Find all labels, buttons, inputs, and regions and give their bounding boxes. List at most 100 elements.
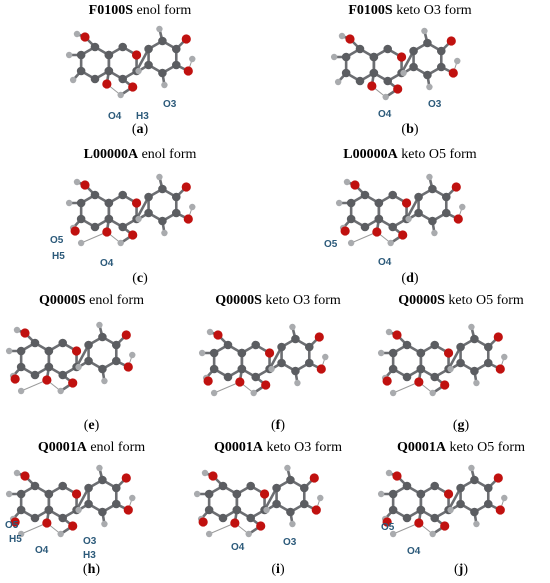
carbon-atom bbox=[204, 505, 214, 515]
carbon-atom bbox=[416, 348, 426, 358]
label-o5: O5 bbox=[324, 239, 338, 250]
carbon-atom bbox=[388, 222, 398, 232]
hydrogen-atom bbox=[347, 239, 355, 247]
carbon-atom bbox=[483, 499, 493, 509]
label-h3: H3 bbox=[136, 111, 149, 122]
hydrogen-atom bbox=[284, 464, 291, 472]
hydrogen-atom bbox=[57, 387, 64, 395]
oxygen-atom bbox=[392, 330, 402, 340]
molecule-q0001a-keto-o3 bbox=[193, 464, 324, 538]
label-o4: O4 bbox=[378, 109, 392, 120]
hydrogen-atom bbox=[65, 199, 73, 207]
carbon-atom bbox=[98, 507, 107, 517]
hydrogen-atom bbox=[250, 389, 257, 397]
oxygen-atom bbox=[213, 330, 223, 340]
hydrogen-atom bbox=[193, 490, 201, 498]
panel-caption: (c) bbox=[132, 271, 148, 286]
carbon-atom bbox=[111, 356, 121, 366]
oxygen-atom bbox=[68, 521, 78, 531]
hydrogen-atom bbox=[117, 239, 124, 247]
hydrogen-atom bbox=[96, 464, 103, 472]
carbon-atom bbox=[286, 507, 295, 517]
carbon-atom bbox=[456, 483, 465, 493]
oxygen-atom bbox=[102, 79, 112, 89]
hydrogen-bond bbox=[350, 231, 378, 244]
carbon-atom bbox=[232, 505, 242, 515]
carbon-atom bbox=[158, 216, 167, 226]
label-h3: H3 bbox=[83, 550, 96, 561]
hydrogen-atom bbox=[447, 365, 454, 373]
hydrogen-atom bbox=[429, 389, 436, 397]
hydrogen-atom bbox=[73, 178, 81, 186]
carbon-atom bbox=[144, 192, 153, 202]
oxygen-atom bbox=[203, 376, 213, 386]
carbon-atom bbox=[374, 214, 384, 224]
hydrogen-atom bbox=[377, 490, 385, 498]
hydrogen-atom bbox=[330, 53, 338, 61]
carbon-atom bbox=[388, 505, 398, 515]
carbon-atom bbox=[409, 62, 418, 72]
oxygen-atom bbox=[451, 182, 461, 192]
carbon-atom bbox=[84, 356, 93, 366]
carbon-atom bbox=[470, 334, 479, 344]
label-h5: H5 bbox=[9, 534, 22, 545]
carbon-atom bbox=[483, 342, 493, 352]
hydrogen-atom bbox=[206, 328, 214, 336]
hydrogen-bond bbox=[392, 522, 420, 535]
hydrogen-bond bbox=[20, 379, 48, 392]
carbon-atom bbox=[232, 489, 242, 499]
oxygen-atom bbox=[440, 380, 450, 390]
carbon-atom bbox=[277, 358, 286, 368]
atom-labels: O5 O4 bbox=[324, 239, 392, 268]
hydrogen-atom bbox=[129, 351, 136, 359]
oxygen-atom bbox=[181, 182, 191, 192]
atom-labels: O4 O3 bbox=[231, 537, 297, 553]
hydrogen-atom bbox=[96, 321, 103, 329]
carbon-atom bbox=[291, 366, 300, 376]
oxygen-atom bbox=[493, 332, 503, 342]
carbon-atom bbox=[251, 340, 261, 350]
hydrogen-atom bbox=[65, 51, 73, 59]
oxygen-atom bbox=[316, 364, 326, 374]
panel-b: F0100S keto O3 form O4 O3 (b) bbox=[290, 0, 530, 140]
carbon-atom bbox=[428, 184, 437, 194]
hydrogen-atom bbox=[205, 530, 213, 538]
panel-caption: (h) bbox=[82, 562, 101, 577]
carbon-atom bbox=[430, 372, 440, 382]
carbon-atom bbox=[383, 44, 393, 54]
carbon-atom bbox=[158, 184, 167, 194]
panel-e: Q0000S enol form (e) bbox=[0, 290, 183, 440]
label-o5: O5 bbox=[50, 235, 64, 246]
hydrogen-atom bbox=[268, 365, 275, 373]
hydrogen-atom bbox=[135, 215, 142, 223]
carbon-atom bbox=[456, 499, 465, 509]
carbon-atom bbox=[416, 489, 426, 499]
carbon-atom bbox=[30, 338, 40, 348]
carbon-atom bbox=[483, 358, 493, 368]
carbon-atom bbox=[44, 346, 54, 356]
label-o3: O3 bbox=[428, 99, 442, 110]
oxygen-atom bbox=[10, 517, 20, 527]
hydrogen-atom bbox=[317, 494, 324, 502]
carbon-atom bbox=[90, 222, 100, 232]
panel-f: Q0000S keto O3 form (f) bbox=[188, 290, 368, 440]
hydrogen-atom bbox=[389, 530, 397, 538]
hydrogen-bond bbox=[80, 231, 108, 244]
hydrogen-atom bbox=[5, 490, 13, 498]
oxygen-atom bbox=[495, 505, 505, 515]
label-h5: H5 bbox=[52, 251, 65, 262]
carbon-atom bbox=[58, 481, 68, 491]
oxygen-atom bbox=[382, 376, 392, 386]
carbon-atom bbox=[84, 483, 93, 493]
hydrogen-atom bbox=[263, 506, 270, 514]
carbon-atom bbox=[58, 338, 68, 348]
hydrogen-atom bbox=[5, 347, 13, 355]
carbon-atom bbox=[402, 513, 412, 523]
carbon-atom bbox=[383, 76, 393, 86]
label-o5: O5 bbox=[5, 520, 19, 531]
carbon-atom bbox=[111, 340, 121, 350]
oxygen-atom bbox=[493, 473, 503, 483]
hydrogen-atom bbox=[385, 469, 393, 477]
hydrogen-atom bbox=[189, 203, 196, 211]
hydrogen-atom bbox=[447, 506, 454, 514]
